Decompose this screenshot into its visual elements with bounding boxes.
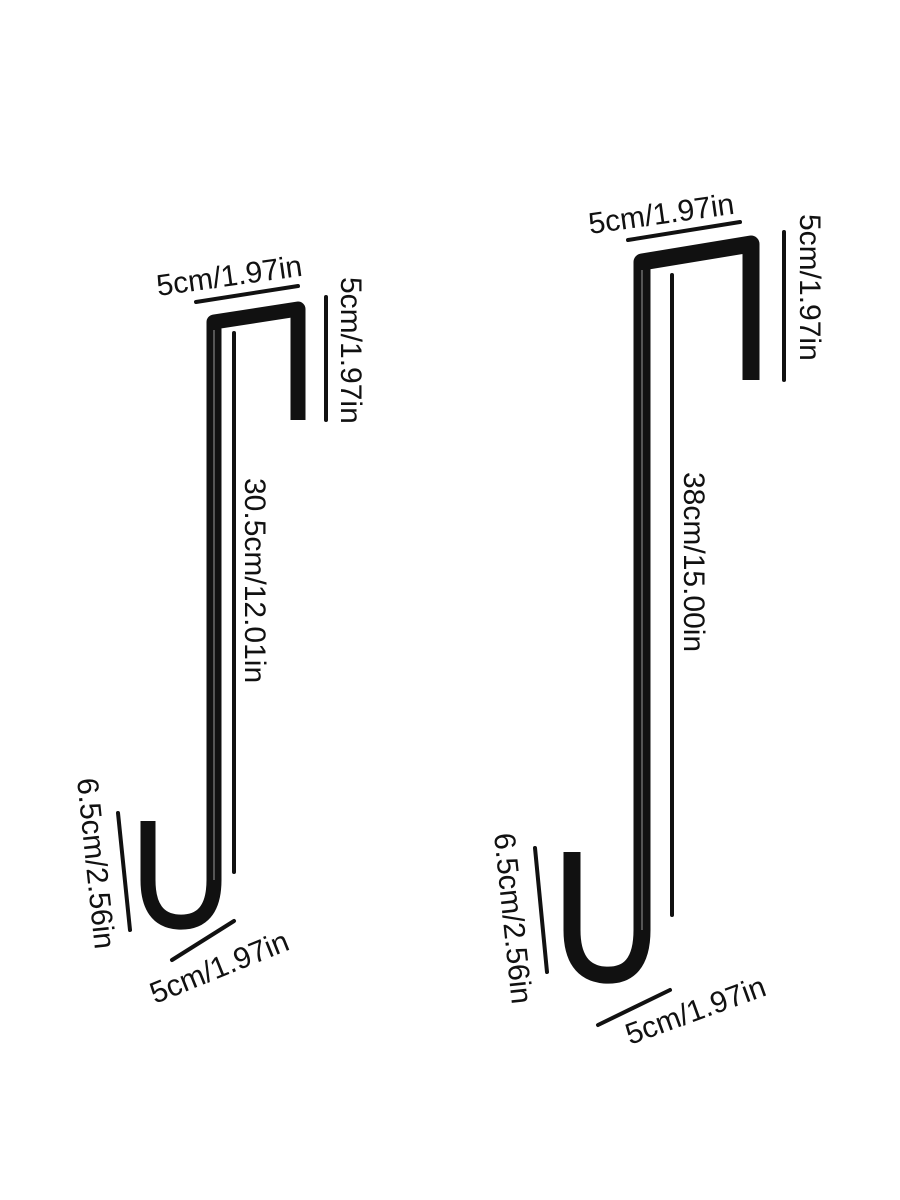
label-long-bottom-height: 6.5cm/2.56in [487,831,538,1005]
label-long-shaft: 38cm/15.00in [677,472,710,652]
hook-long [563,235,760,984]
hook-short-body [140,301,306,930]
label-short-bottom-height: 6.5cm/2.56in [70,776,121,950]
hook-long-body [563,235,760,984]
label-short-bottom-width: 5cm/1.97in [145,925,293,1011]
dim-line-short-bottom-height [116,811,132,932]
label-long-top-drop: 5cm/1.97in [793,214,826,361]
label-short-top-drop: 5cm/1.97in [334,277,367,424]
dim-line-short-top-width [194,284,300,304]
hook-short [140,301,306,930]
dim-line-long-bottom-width [596,988,672,1027]
label-long-bottom-width: 5cm/1.97in [621,970,770,1051]
hook-long-dimensions: 5cm/1.97in 5cm/1.97in 38cm/15.00in 6.5cm… [487,188,826,1052]
dim-line-short-bottom-width [170,919,236,962]
dim-line-long-bottom-height [533,846,549,974]
label-short-shaft: 30.5cm/12.01in [238,478,271,683]
dim-line-long-top-width [626,220,742,242]
